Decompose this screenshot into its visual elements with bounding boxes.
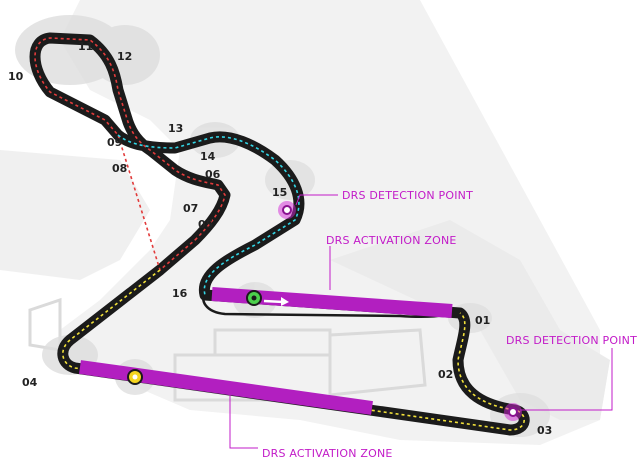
drs-activation-label-1: DRS ACTIVATION ZONE xyxy=(326,234,457,247)
turn-label-08: 08 xyxy=(112,162,127,175)
turn-label-11: 11 xyxy=(78,40,93,53)
sector-red xyxy=(34,37,226,272)
sector-markings xyxy=(34,37,525,431)
callout-lines xyxy=(229,194,613,449)
drs-detection-marker-icon xyxy=(504,403,522,421)
sector-yellow xyxy=(62,269,525,431)
turn-label-09: 09 xyxy=(107,136,122,149)
turn-label-01: 01 xyxy=(475,314,490,327)
turn-label-16: 16 xyxy=(172,287,188,300)
drs-detection-marker-icon xyxy=(278,201,296,219)
speed-trap-marker-icon xyxy=(127,369,143,385)
drs-activation-label-2: DRS ACTIVATION ZONE xyxy=(262,447,393,460)
turn-label-15: 15 xyxy=(272,186,287,199)
turn-label-02: 02 xyxy=(438,368,453,381)
drs-detection-label-2: DRS DETECTION POINT xyxy=(506,334,637,347)
turn-label-14: 14 xyxy=(200,150,216,163)
turn-label-12: 12 xyxy=(117,50,132,63)
turn-label-13: 13 xyxy=(168,122,183,135)
turn-labels: 01 02 03 04 05 06 07 08 09 10 11 12 13 1… xyxy=(8,40,552,437)
turn-label-05: 05 xyxy=(198,218,213,231)
direction-arrow-icon xyxy=(263,297,289,306)
sector-cyan xyxy=(117,134,300,296)
drs-detection-label-1: DRS DETECTION POINT xyxy=(342,189,473,202)
start-finish-marker-icon xyxy=(246,290,262,306)
turn-label-10: 10 xyxy=(8,70,24,83)
turn-label-03: 03 xyxy=(537,424,552,437)
turn-label-04: 04 xyxy=(22,376,38,389)
turn-label-07: 07 xyxy=(183,202,198,215)
turn-label-06: 06 xyxy=(205,168,221,181)
